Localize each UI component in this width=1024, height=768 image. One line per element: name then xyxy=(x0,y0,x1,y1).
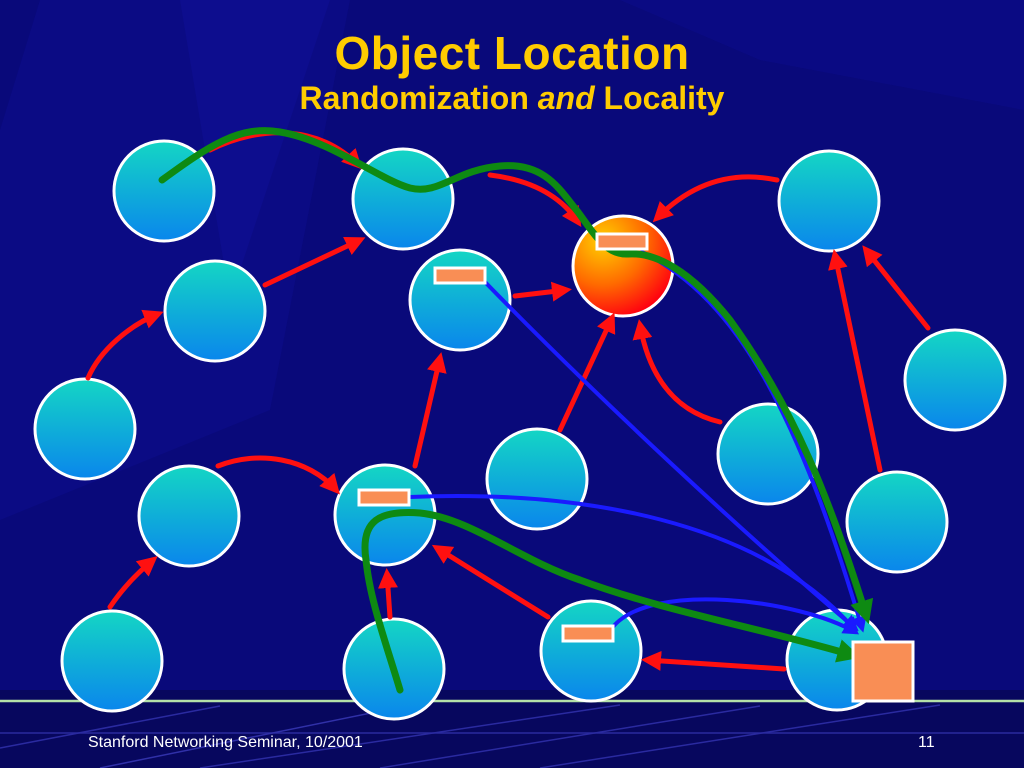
footer-text: Stanford Networking Seminar, 10/2001 xyxy=(88,734,363,751)
red-arrow xyxy=(431,544,551,620)
node-8 xyxy=(903,328,1007,432)
node-4 xyxy=(777,149,881,253)
blue-arrow xyxy=(408,494,859,634)
node-13 xyxy=(845,470,949,574)
node-5 xyxy=(163,259,267,363)
subtitle-and: and xyxy=(537,80,595,116)
node-7 xyxy=(33,377,137,481)
node-14 xyxy=(60,609,164,713)
red-arrow xyxy=(377,568,398,620)
red-arrow xyxy=(641,650,787,672)
red-arrow xyxy=(512,281,572,302)
red-arrow xyxy=(828,249,883,473)
red-arrow xyxy=(652,174,780,223)
subtitle-locality: Locality xyxy=(603,80,725,116)
object-box xyxy=(851,640,915,703)
green-route-bottom xyxy=(361,509,862,694)
red-arrow xyxy=(85,309,164,381)
red-arrow xyxy=(107,556,158,610)
red-arrow xyxy=(262,236,366,288)
node-2 xyxy=(351,147,455,251)
pointer-box-node-16 xyxy=(561,624,615,643)
red-arrow xyxy=(412,352,447,469)
page-number: 11 xyxy=(918,734,935,751)
slide-subtitle: Randomization and Locality xyxy=(0,80,1024,117)
object-pointers xyxy=(357,232,915,703)
red-arrow xyxy=(215,455,340,495)
red-arrow xyxy=(557,312,616,433)
subtitle-randomization: Randomization xyxy=(299,80,529,116)
node-6 xyxy=(408,248,512,352)
route-paths xyxy=(158,127,874,694)
blue-arrow xyxy=(610,597,860,635)
red-arrow xyxy=(632,319,723,425)
green-route-top xyxy=(158,127,874,625)
red-arrow xyxy=(487,172,582,227)
node-1 xyxy=(112,139,216,243)
pointer-box-node-12 xyxy=(357,488,411,507)
node-10 xyxy=(485,427,589,531)
pointer-box-node-6 xyxy=(433,266,487,285)
pointer-box-root xyxy=(595,232,649,251)
red-arrow xyxy=(862,245,931,331)
slide-title: Object Location xyxy=(334,27,690,79)
node-11 xyxy=(137,464,241,568)
